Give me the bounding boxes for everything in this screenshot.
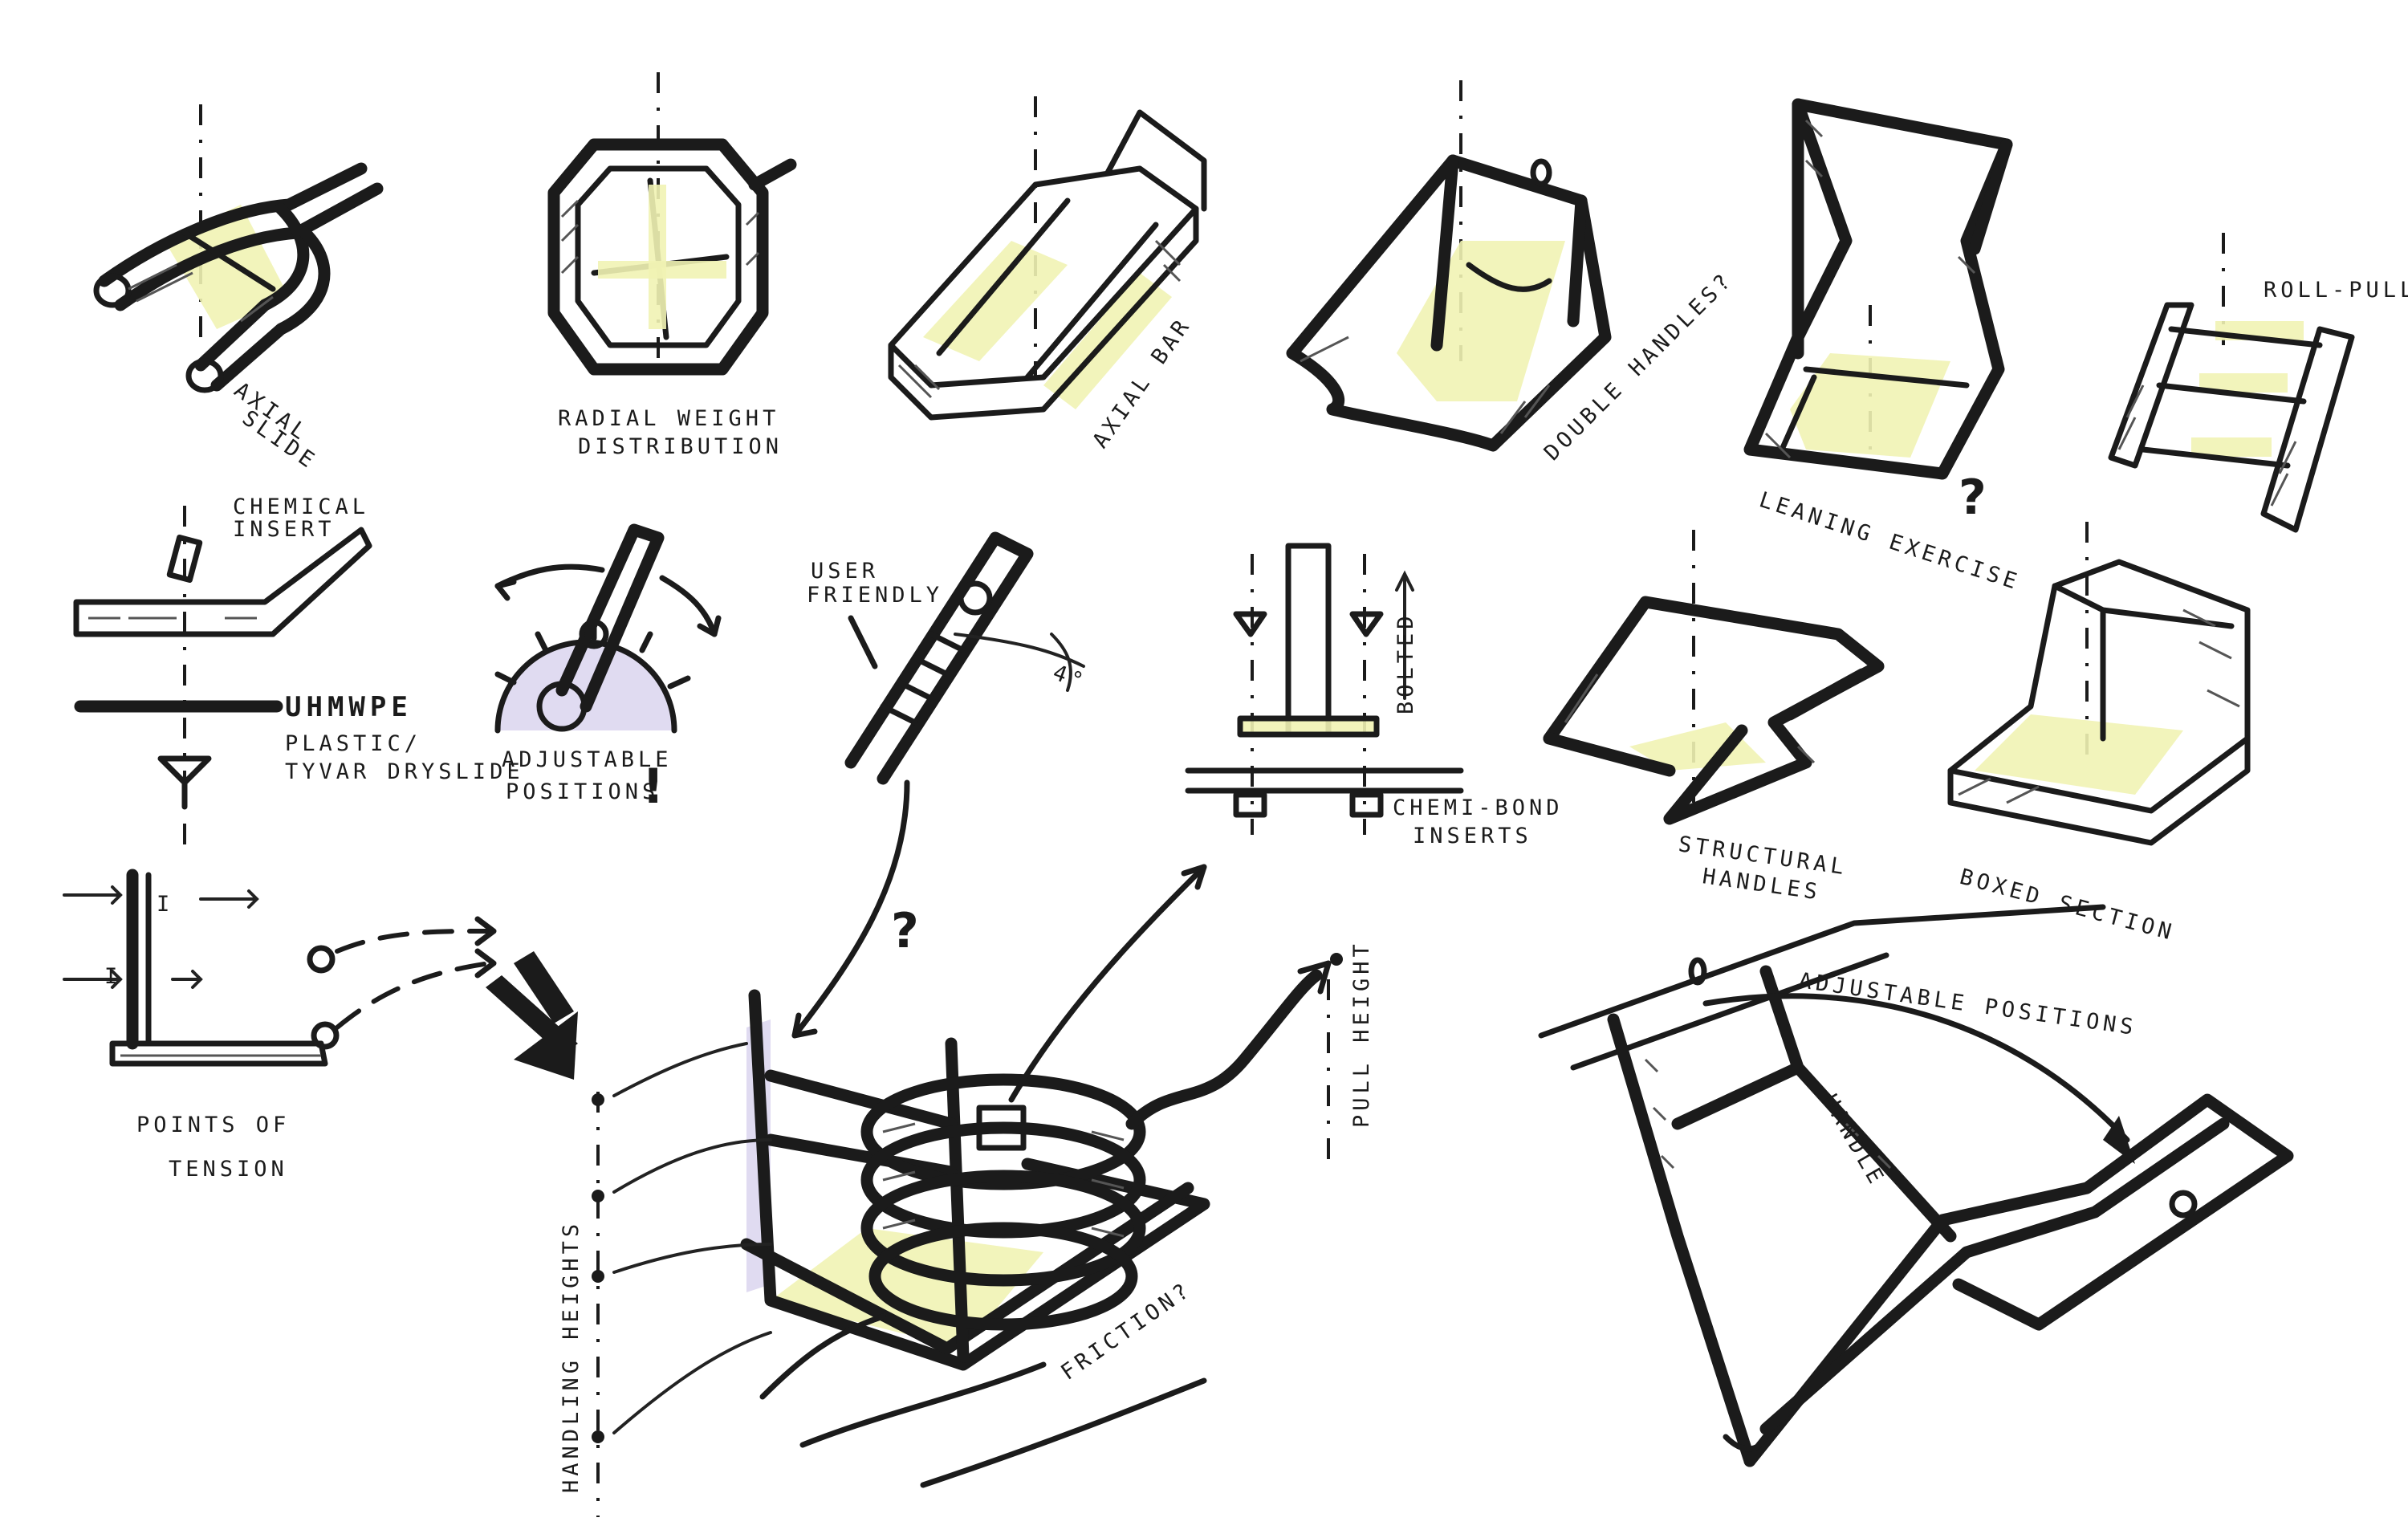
- bolted-section-sketch: BOLTED CHEMI-BOND INSERTS: [1185, 543, 1564, 848]
- label-handling-heights: HANDLING HEIGHTS: [559, 1220, 584, 1493]
- leaning-exercise-sketch: LEANING EXERCISE ?: [1743, 98, 2024, 596]
- handling-heights-annotation: HANDLING HEIGHTS: [559, 1042, 772, 1517]
- label-user-friendly-2: FRIENDLY: [807, 583, 943, 608]
- tension-mark-2: I: [104, 964, 121, 989]
- axial-bar-sketch: AXIAL BAR: [888, 96, 1207, 453]
- connector-arrow-bolted: [1008, 864, 1207, 1103]
- label-tyvar: TYVAR DRYSLIDE: [285, 759, 524, 784]
- label-radial-1: RADIAL WEIGHT: [558, 406, 779, 431]
- label-pull-height: PULL HEIGHT: [1349, 940, 1374, 1128]
- label-adjustable-2: POSITIONS: [506, 779, 659, 804]
- center-question-mark: ?: [891, 903, 919, 959]
- label-adjustable-1: ADJUSTABLE: [502, 747, 673, 772]
- label-user-friendly-1: USER: [811, 559, 879, 584]
- uhmwpe-insert-sketch: CHEMICAL INSERT UHMWPE PLASTIC/ TYVAR DR…: [73, 494, 524, 851]
- label-points-2: TENSION: [169, 1157, 288, 1182]
- label-chemi-bond-2: INSERTS: [1413, 824, 1532, 848]
- label-uhmwpe: UHMWPE: [285, 691, 413, 723]
- structural-handles-sketch: STRUCTURAL HANDLES: [1543, 530, 1885, 905]
- label-plastic: PLASTIC/: [285, 731, 421, 756]
- axial-slide-sketch: AXIAL SLIDE: [93, 104, 384, 475]
- label-handle: HANDLE: [1817, 1090, 1890, 1191]
- leaning-question-mark: ?: [1959, 470, 1987, 526]
- adjustable-exclamation: !: [642, 759, 664, 815]
- main-sled-sketch: PULL HEIGHT FRICTION?: [740, 940, 1374, 1488]
- label-chemical-2: INSERT: [233, 517, 336, 542]
- adjustable-gear-sketch: ADJUSTABLE POSITIONS !: [494, 523, 722, 815]
- radial-weight-sketch: RADIAL WEIGHT DISTRIBUTION: [547, 72, 797, 459]
- points-of-tension-sketch: I I POINTS OF TENSION: [63, 869, 578, 1182]
- roll-pull-sketch: ROLL-PULL: [2108, 233, 2408, 533]
- label-bolted: BOLTED: [1393, 612, 1418, 714]
- connector-arrow-user-friendly: [791, 779, 910, 1039]
- label-radial-2: DISTRIBUTION: [578, 434, 783, 459]
- tension-mark-1: I: [157, 892, 173, 917]
- user-friendly-sketch: 4° USER FRIENDLY: [807, 531, 1090, 785]
- label-points-1: POINTS OF: [136, 1113, 290, 1137]
- label-boxed-section: BOXED SECTION: [1957, 865, 2178, 946]
- label-chemi-bond-1: CHEMI-BOND: [1393, 795, 1564, 820]
- adjustable-handle-sketch: ADJUSTABLE POSITIONS HANDLE: [1538, 904, 2294, 1467]
- label-roll-pull: ROLL-PULL: [2264, 278, 2408, 303]
- double-handles-sketch: DOUBLE HANDLES?: [1286, 80, 1738, 466]
- label-chemical-1: CHEMICAL: [233, 494, 369, 519]
